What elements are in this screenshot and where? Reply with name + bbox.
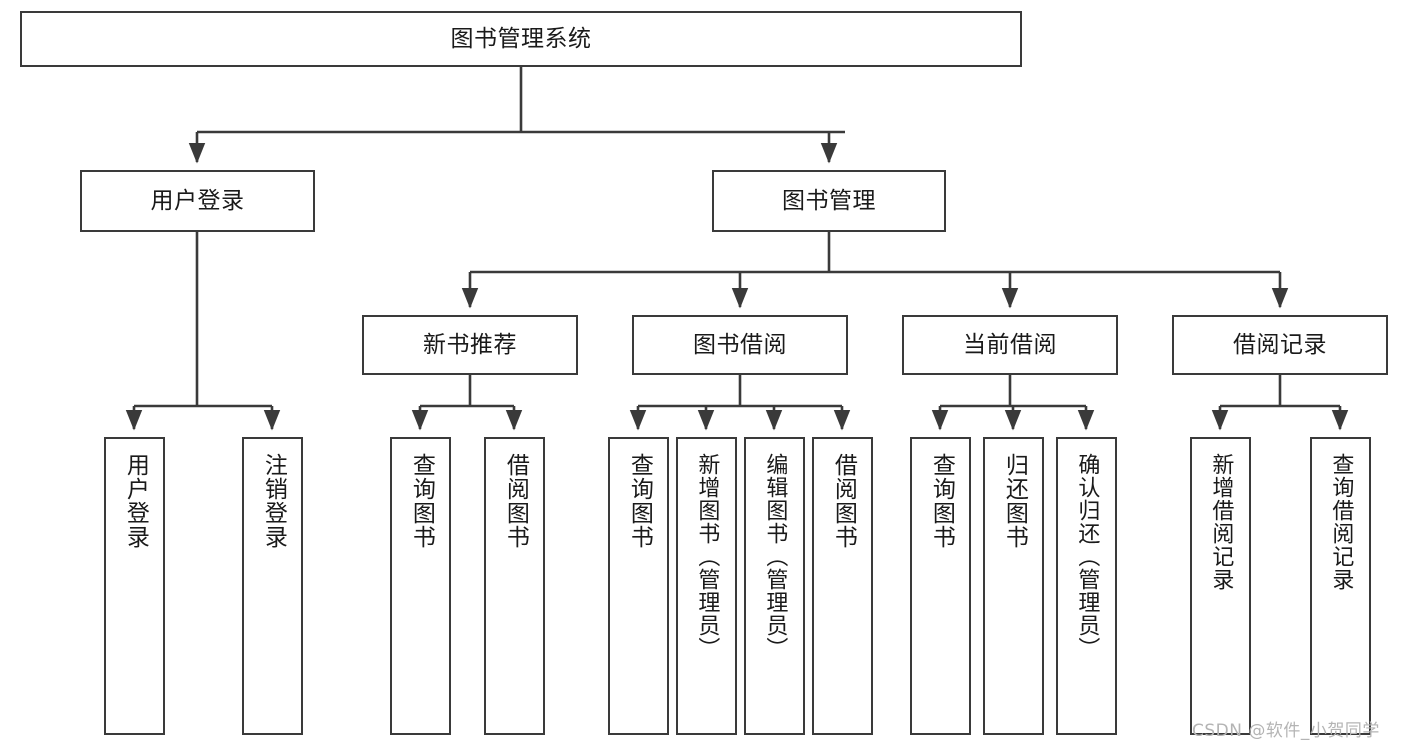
node-leaf-add-record-label: 新增借阅记录	[1208, 453, 1234, 591]
node-book-management[interactable]: 图书管理	[712, 170, 946, 232]
node-book-borrow[interactable]: 图书借阅	[632, 315, 848, 375]
node-borrow-record-label: 借阅记录	[1233, 331, 1327, 358]
node-leaf-query-record-label: 查询借阅记录	[1328, 453, 1354, 591]
node-leaf-add-book[interactable]: 新增图书（管理员）	[676, 437, 737, 735]
node-current-borrow[interactable]: 当前借阅	[902, 315, 1118, 375]
node-leaf-borrow-book-label: 借阅图书	[830, 453, 857, 549]
node-leaf-rec-borrow-book-label: 借阅图书	[502, 453, 529, 549]
node-leaf-cur-query-book-label: 查询图书	[928, 453, 955, 549]
node-leaf-user-logout-label: 注销登录	[260, 453, 287, 549]
node-leaf-query-record[interactable]: 查询借阅记录	[1310, 437, 1371, 735]
node-leaf-cur-query-book[interactable]: 查询图书	[910, 437, 971, 735]
node-root[interactable]: 图书管理系统	[20, 11, 1022, 67]
node-new-book-recommend[interactable]: 新书推荐	[362, 315, 578, 375]
node-leaf-edit-book-label: 编辑图书（管理员）	[762, 453, 788, 660]
node-new-book-recommend-label: 新书推荐	[423, 331, 517, 358]
node-leaf-confirm-return-label: 确认归还（管理员）	[1074, 453, 1100, 660]
node-root-label: 图书管理系统	[450, 25, 592, 52]
node-leaf-return-book-label: 归还图书	[1001, 453, 1028, 549]
node-leaf-user-login-label: 用户登录	[122, 453, 149, 549]
node-leaf-borrow-query-book-label: 查询图书	[626, 453, 653, 549]
node-book-management-label: 图书管理	[782, 187, 876, 214]
node-current-borrow-label: 当前借阅	[963, 331, 1057, 358]
node-leaf-return-book[interactable]: 归还图书	[983, 437, 1044, 735]
node-leaf-rec-borrow-book[interactable]: 借阅图书	[484, 437, 545, 735]
node-leaf-edit-book[interactable]: 编辑图书（管理员）	[744, 437, 805, 735]
node-leaf-rec-query-book[interactable]: 查询图书	[390, 437, 451, 735]
node-user-login[interactable]: 用户登录	[80, 170, 315, 232]
node-leaf-borrow-book[interactable]: 借阅图书	[812, 437, 873, 735]
node-leaf-confirm-return[interactable]: 确认归还（管理员）	[1056, 437, 1117, 735]
node-borrow-record[interactable]: 借阅记录	[1172, 315, 1388, 375]
watermark: CSDN @软件_小贺同学	[1192, 721, 1380, 741]
node-leaf-add-record[interactable]: 新增借阅记录	[1190, 437, 1251, 735]
node-leaf-rec-query-book-label: 查询图书	[408, 453, 435, 549]
node-leaf-user-login[interactable]: 用户登录	[104, 437, 165, 735]
node-leaf-borrow-query-book[interactable]: 查询图书	[608, 437, 669, 735]
node-user-login-label: 用户登录	[150, 187, 245, 214]
node-book-borrow-label: 图书借阅	[693, 331, 787, 358]
node-leaf-user-logout[interactable]: 注销登录	[242, 437, 303, 735]
node-leaf-add-book-label: 新增图书（管理员）	[694, 453, 720, 660]
